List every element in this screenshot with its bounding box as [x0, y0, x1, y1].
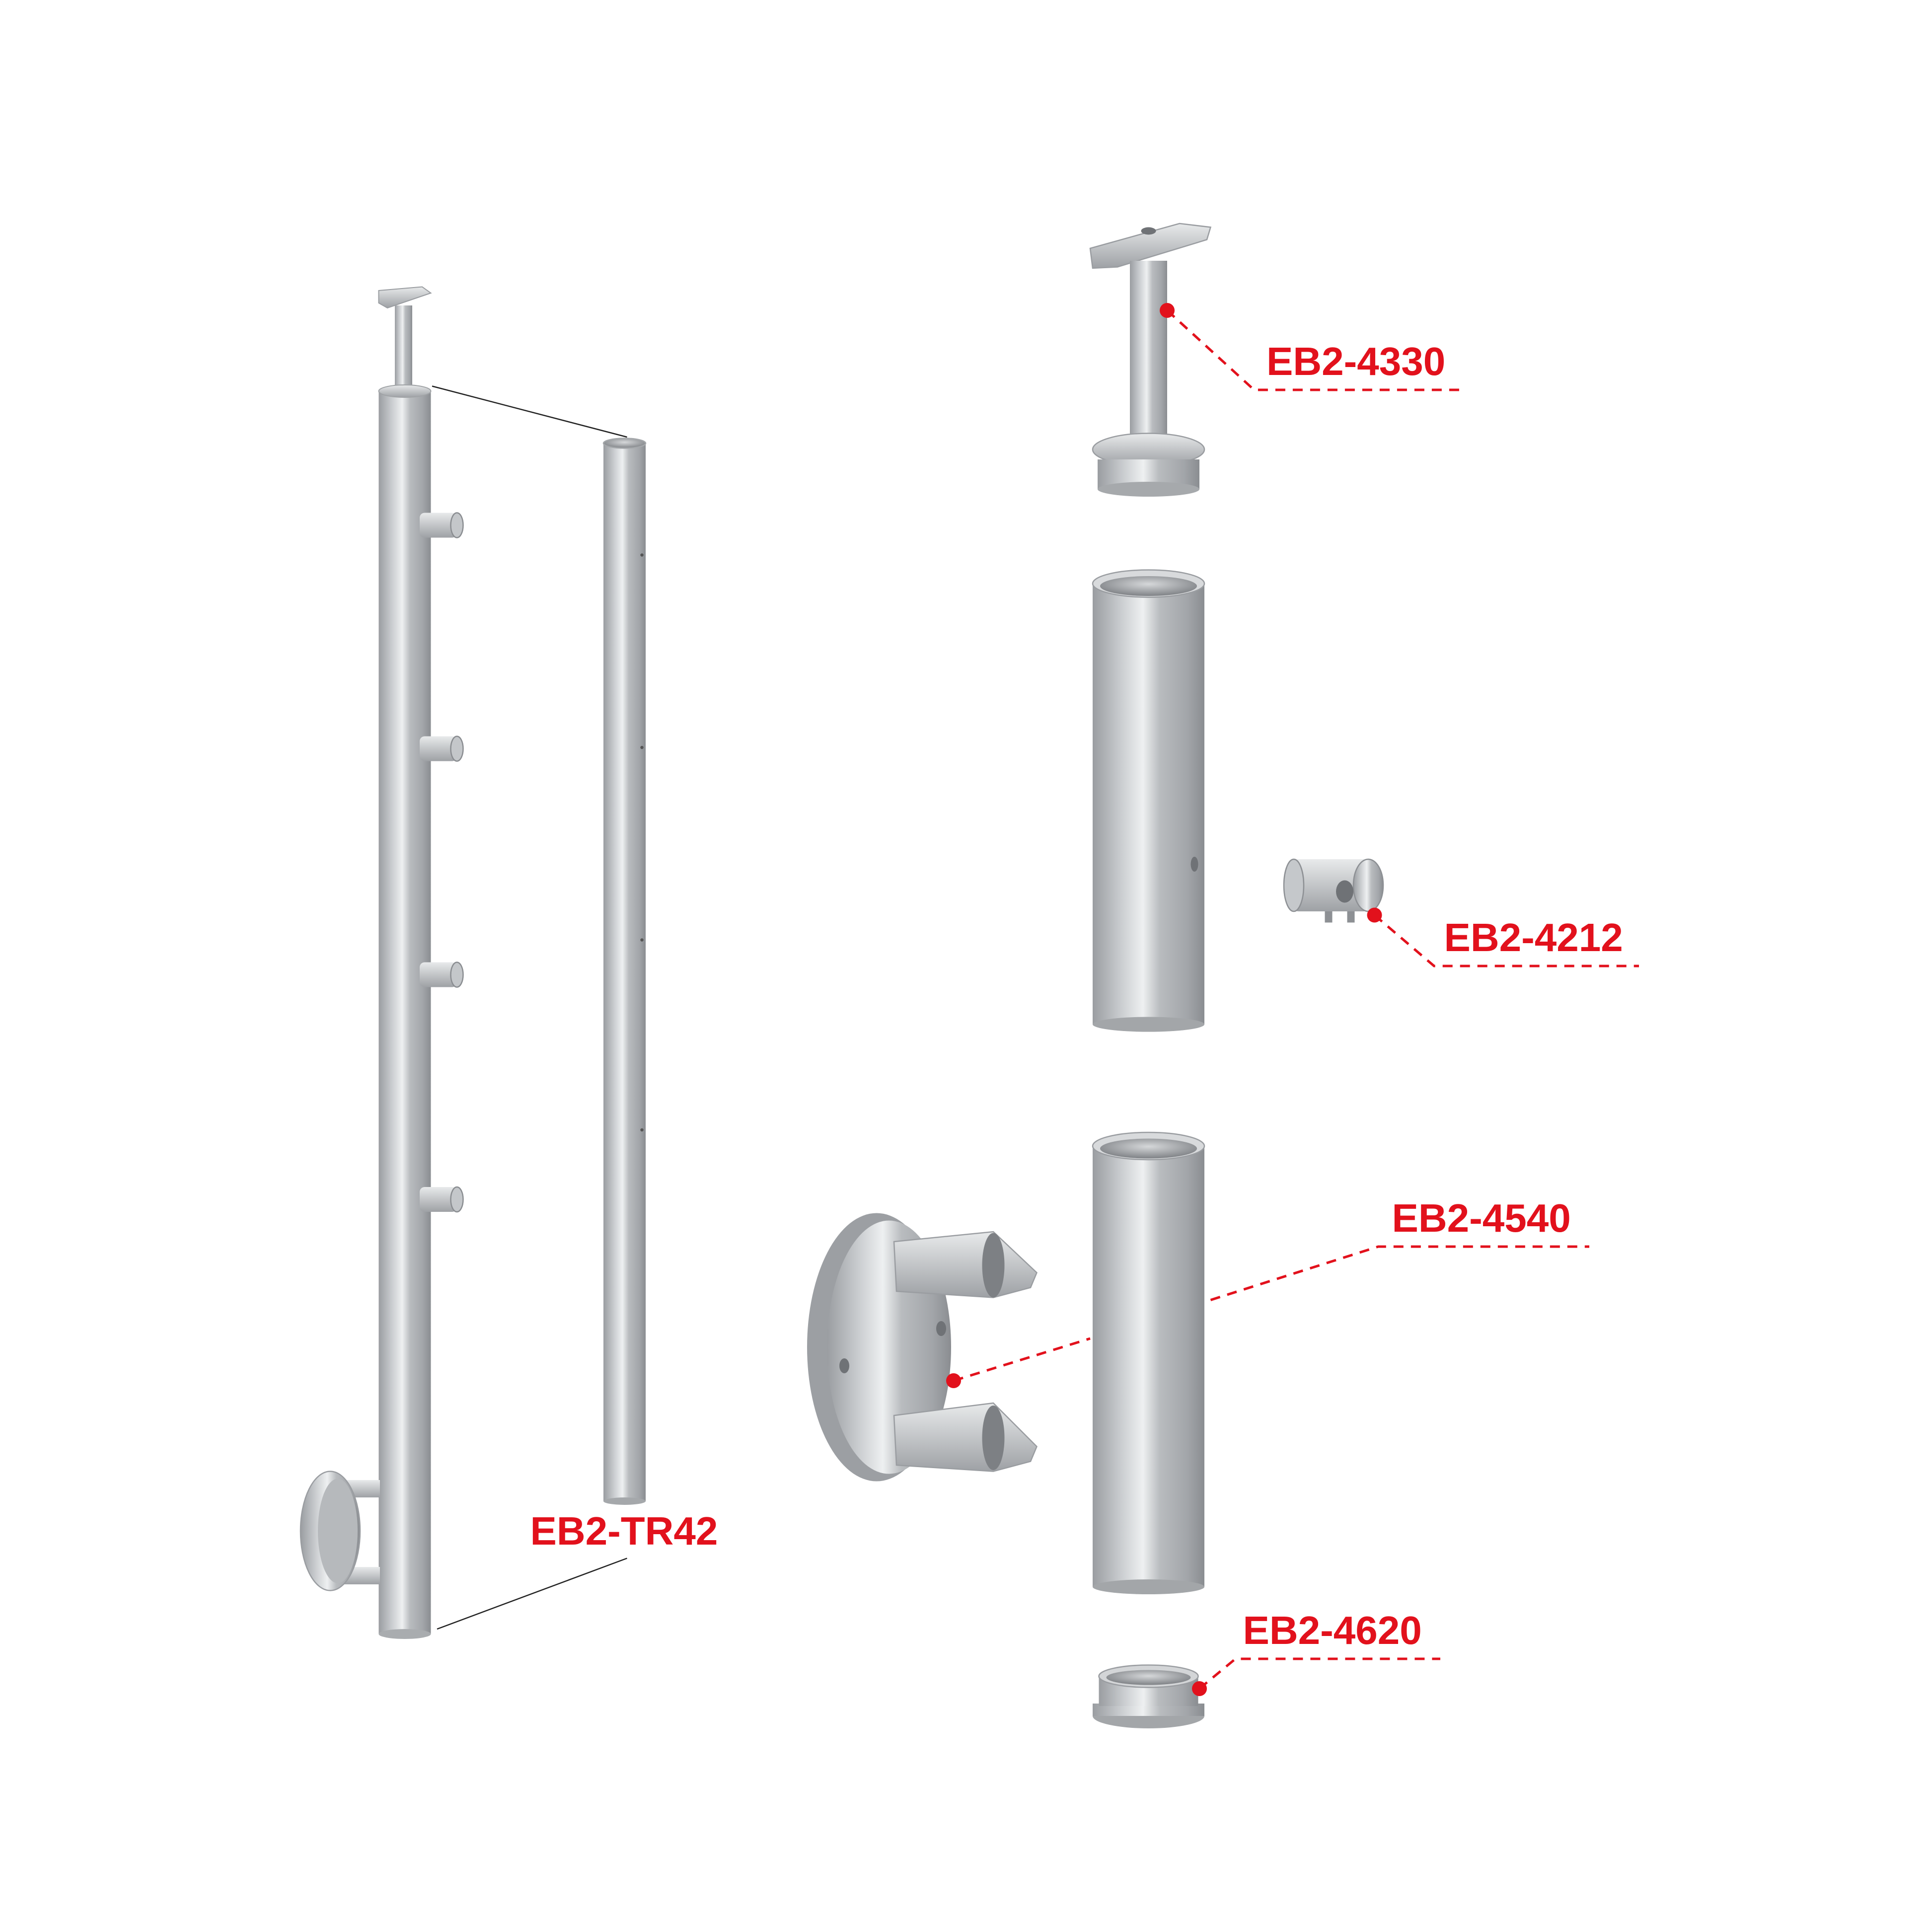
label-tube: EB2-TR42 — [530, 1509, 718, 1553]
leader-line — [1210, 1245, 1589, 1301]
leader-line — [1373, 914, 1639, 967]
upper-tube-part — [1092, 569, 1205, 1032]
end-cap-part — [1093, 1664, 1204, 1728]
wall-flange-mounted — [299, 1471, 380, 1591]
label-handrail-support: EB2-4330 — [1266, 339, 1445, 383]
tube-part — [602, 438, 647, 1505]
wall-flange-part — [807, 1213, 1038, 1482]
label-cable-holder: EB2-4212 — [1444, 915, 1623, 960]
label-end-cap: EB2-4620 — [1243, 1608, 1422, 1652]
cable-holder-mounted — [420, 512, 464, 1213]
leader-line — [1198, 1657, 1440, 1690]
connector-line-bottom — [437, 1558, 627, 1630]
cable-holder-part — [1283, 858, 1384, 923]
connector-line-top — [432, 385, 627, 438]
lower-tube-part — [1092, 1131, 1205, 1594]
assembled-post — [299, 286, 464, 1639]
label-wall-flange-tube: EB2-4540 — [1392, 1196, 1571, 1240]
handrail-support-part — [1089, 223, 1212, 497]
leader-line — [1166, 309, 1463, 391]
leader-line — [953, 1337, 1091, 1382]
